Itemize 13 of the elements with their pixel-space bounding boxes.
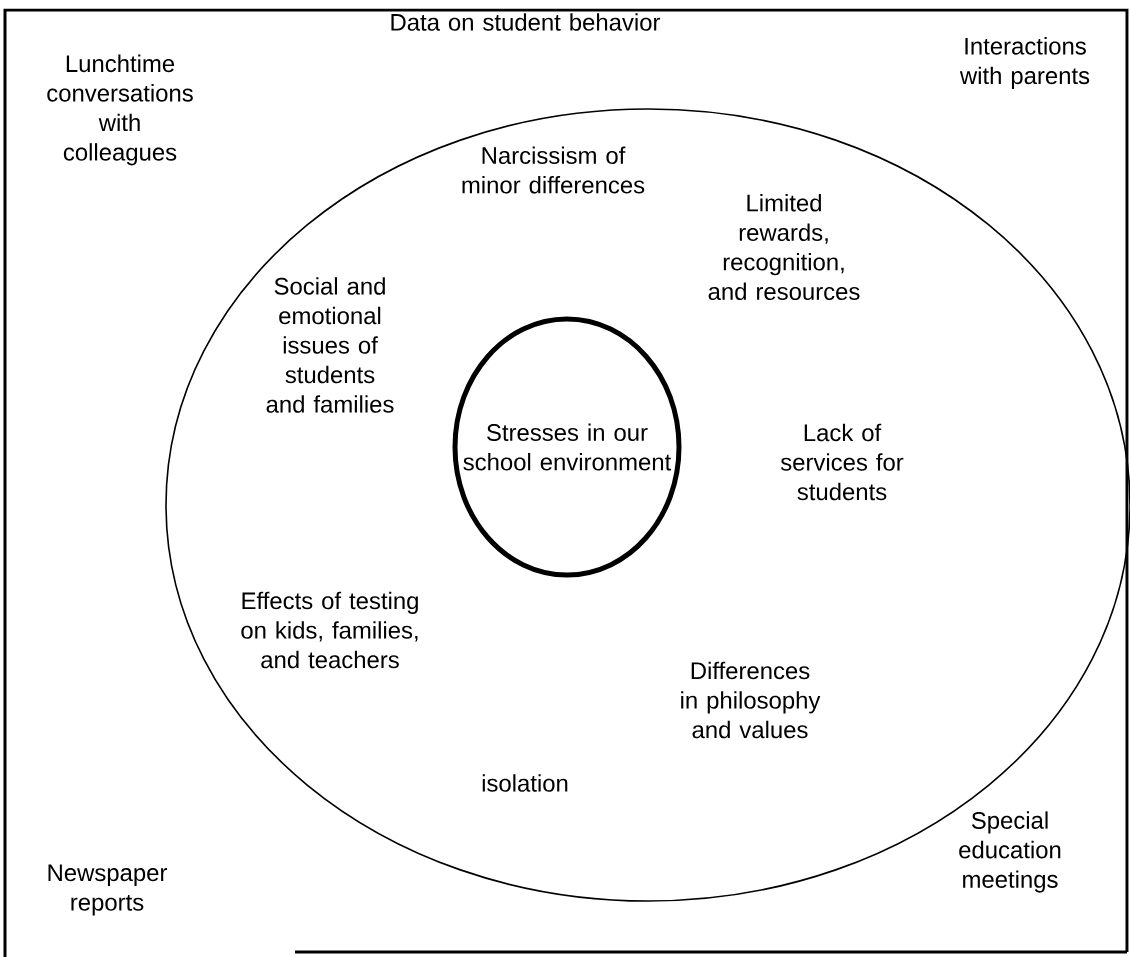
label-text: Newspaper reports	[48, 864, 167, 916]
label-text: isolation	[482, 774, 568, 792]
label-text: Narcissism of minor differences	[462, 146, 645, 194]
label-text: Lunchtime conversations with colleagues	[47, 54, 193, 166]
label-text: Interactions with parents	[959, 37, 1090, 89]
label-text: Limited rewards, recognition, and resources	[708, 193, 860, 301]
label-text: Differences in philosophy and values	[681, 661, 821, 739]
label-text: Social and emotional issues of students and families	[266, 277, 394, 413]
label-text: Data on student behavior	[391, 13, 661, 31]
label-text: Special education meetings	[959, 811, 1061, 893]
label-text: Stresses in our school environment	[463, 423, 672, 471]
label-text: Lack of services for students	[780, 423, 904, 501]
label-text: Effects of testing on kids, families, and teachers	[241, 591, 418, 669]
